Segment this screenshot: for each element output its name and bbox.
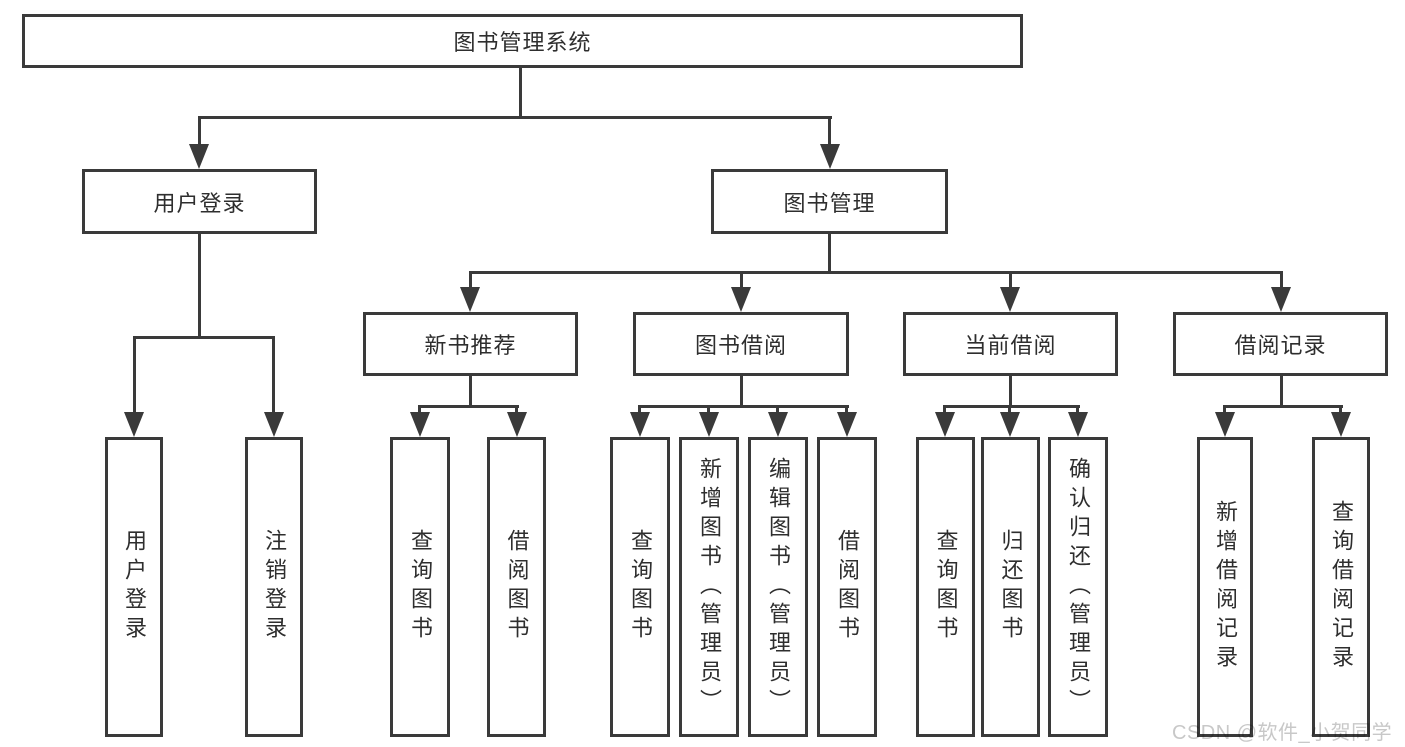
connector-line: [418, 405, 421, 416]
arrow-down-icon: [507, 412, 527, 437]
connector-line: [419, 405, 519, 408]
connector-line: [1009, 376, 1012, 407]
node-edit-books-admin: 编辑图书（管理员）: [748, 437, 808, 737]
connector-line: [944, 405, 1080, 408]
node-label: 查询借阅记录: [1329, 500, 1354, 674]
node-user-login: 用户登录: [82, 169, 317, 234]
connector-line: [133, 336, 275, 339]
arrow-down-icon: [1068, 412, 1088, 437]
node-label: 图书管理: [783, 190, 876, 216]
connector-line: [469, 271, 472, 291]
node-confirm-return-admin: 确认归还（管理员）: [1048, 437, 1108, 737]
node-label: 查询图书: [408, 529, 433, 645]
node-label: 图书借阅: [694, 333, 787, 358]
arrow-down-icon: [410, 412, 430, 437]
connector-line: [272, 336, 275, 415]
node-book-management: 图书管理: [711, 169, 948, 234]
arrow-down-icon: [837, 412, 857, 437]
arrow-down-icon: [1000, 412, 1020, 437]
connector-line: [740, 271, 743, 291]
node-borrow-books-borrowing: 借阅图书: [817, 437, 877, 737]
node-label: 编辑图书（管理员）: [766, 456, 791, 718]
connector-line: [1008, 405, 1011, 416]
node-return-books: 归还图书: [981, 437, 1040, 737]
node-label: 新书推荐: [424, 333, 517, 358]
node-add-borrow-record: 新增借阅记录: [1197, 437, 1253, 737]
connector-line: [776, 405, 779, 416]
connector-line: [1224, 405, 1343, 408]
node-query-books-recommend: 查询图书: [390, 437, 450, 737]
node-query-books-current: 查询图书: [916, 437, 975, 737]
arrow-down-icon: [731, 287, 751, 312]
connector-line: [1280, 376, 1283, 407]
connector-line: [198, 116, 832, 119]
connector-line: [1339, 405, 1342, 416]
node-label: 归还图书: [998, 529, 1024, 645]
node-current-borrowing: 当前借阅: [903, 312, 1118, 376]
arrow-down-icon: [935, 412, 955, 437]
node-label: 确认归还（管理员）: [1066, 456, 1091, 718]
arrow-down-icon: [264, 412, 284, 437]
watermark-text: CSDN @软件_小贺同学: [1172, 722, 1393, 744]
node-logout: 注销登录: [245, 437, 303, 737]
node-query-books-borrowing: 查询图书: [610, 437, 670, 737]
connector-line: [198, 234, 201, 339]
node-add-books-admin: 新增图书（管理员）: [679, 437, 739, 737]
connector-line: [828, 116, 831, 147]
node-user-login-leaf: 用户登录: [105, 437, 163, 737]
connector-line: [639, 405, 849, 408]
connector-line: [707, 405, 710, 416]
connector-line: [198, 116, 201, 147]
node-label: 查询图书: [933, 529, 959, 645]
connector-line: [469, 271, 1282, 274]
connector-line: [1009, 271, 1012, 291]
node-label: 新增借阅记录: [1213, 500, 1238, 674]
arrow-down-icon: [699, 412, 719, 437]
node-label: 借阅记录: [1234, 333, 1327, 358]
connector-line: [845, 405, 848, 416]
node-label: 用户登录: [153, 190, 246, 216]
connector-line: [828, 234, 831, 274]
connector-line: [469, 376, 472, 407]
connector-line: [133, 336, 136, 415]
arrow-down-icon: [630, 412, 650, 437]
arrow-down-icon: [1000, 287, 1020, 312]
connector-line: [515, 405, 518, 416]
node-label: 借阅图书: [835, 529, 860, 645]
node-borrow-books-recommend: 借阅图书: [487, 437, 546, 737]
node-library-management-system: 图书管理系统: [22, 14, 1023, 68]
arrow-down-icon: [189, 144, 209, 169]
node-label: 查询图书: [628, 529, 653, 645]
node-label: 新增图书（管理员）: [697, 456, 722, 718]
node-query-borrow-record: 查询借阅记录: [1312, 437, 1370, 737]
connector-line: [1280, 271, 1283, 291]
node-label: 用户登录: [122, 529, 147, 645]
connector-line: [943, 405, 946, 416]
arrow-down-icon: [124, 412, 144, 437]
connector-line: [519, 68, 522, 119]
node-borrow-records: 借阅记录: [1173, 312, 1388, 376]
node-label: 借阅图书: [504, 529, 530, 645]
arrow-down-icon: [820, 144, 840, 169]
arrow-down-icon: [1215, 412, 1235, 437]
node-new-book-recommend: 新书推荐: [363, 312, 578, 376]
node-book-borrowing: 图书借阅: [633, 312, 849, 376]
node-label: 当前借阅: [964, 333, 1057, 358]
connector-line: [740, 376, 743, 407]
node-label: 图书管理系统: [453, 30, 592, 55]
connector-line: [1076, 405, 1079, 416]
arrow-down-icon: [1271, 287, 1291, 312]
connector-line: [638, 405, 641, 416]
arrow-down-icon: [768, 412, 788, 437]
arrow-down-icon: [1331, 412, 1351, 437]
connector-line: [1223, 405, 1226, 416]
arrow-down-icon: [460, 287, 480, 312]
node-label: 注销登录: [262, 529, 287, 645]
